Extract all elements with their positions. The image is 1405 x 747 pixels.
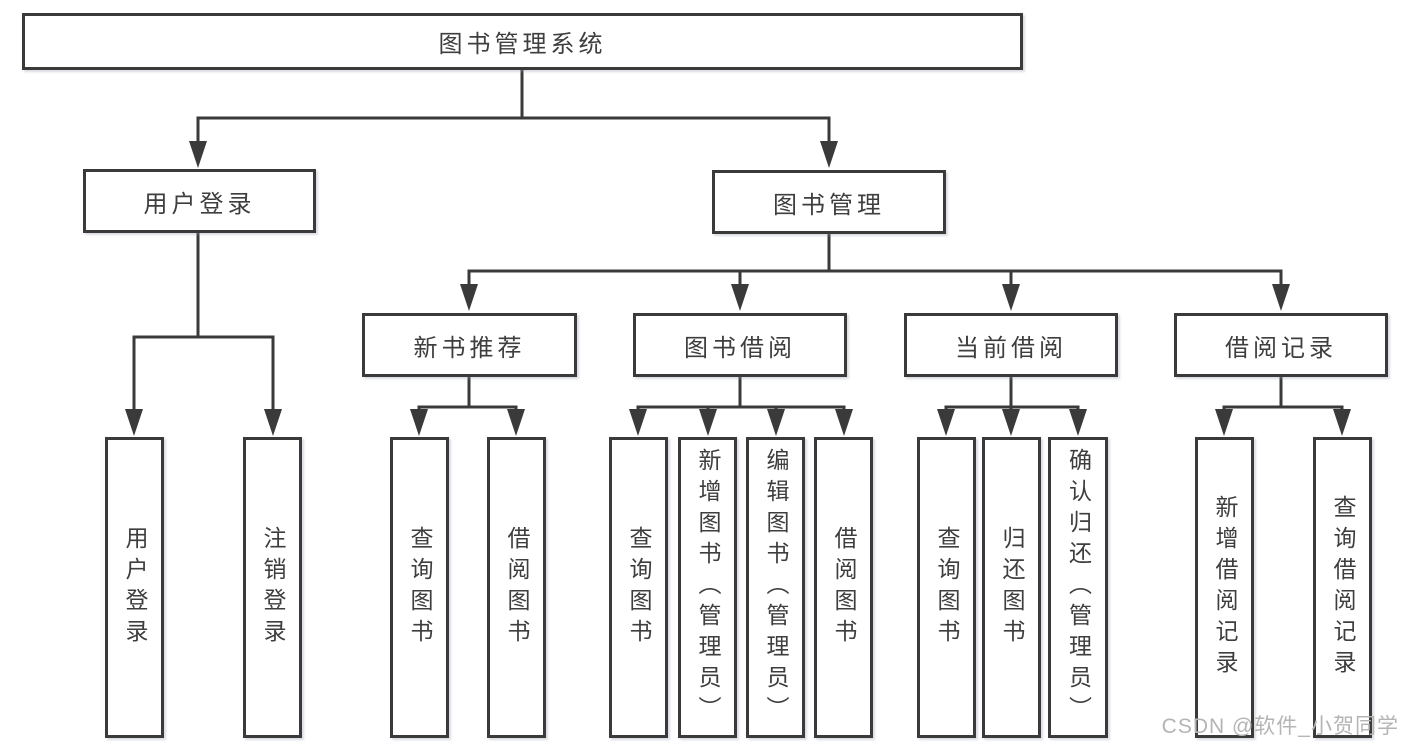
leaf-current-query-books-label: 查询图书 xyxy=(934,525,960,650)
leaf-edit-books-admin: 编辑图书（管理员） xyxy=(746,437,805,738)
leaf-add-books-admin: 新增图书（管理员） xyxy=(678,437,737,738)
leaf-edit-books-admin-label: 编辑图书（管理员） xyxy=(763,448,789,727)
leaf-query-borrow-record-label: 查询借阅记录 xyxy=(1330,494,1356,681)
leaf-borrowing-query-books: 查询图书 xyxy=(609,437,668,738)
leaf-confirm-return-admin: 确认归还（管理员） xyxy=(1048,437,1108,738)
node-borrowing-records: 借阅记录 xyxy=(1174,313,1388,377)
leaf-add-borrow-record-label: 新增借阅记录 xyxy=(1212,494,1238,681)
arrowheads xyxy=(125,141,1351,436)
node-current-borrowing: 当前借阅 xyxy=(904,313,1118,377)
node-book-management: 图书管理 xyxy=(712,170,946,234)
leaf-borrowing-borrow-books: 借阅图书 xyxy=(814,437,873,738)
leaf-recommend-borrow-books-label: 借阅图书 xyxy=(504,525,530,650)
leaf-add-books-admin-label: 新增图书（管理员） xyxy=(695,448,721,727)
leaf-recommend-query-books: 查询图书 xyxy=(390,437,449,738)
leaf-query-borrow-record: 查询借阅记录 xyxy=(1313,437,1372,738)
leaf-current-query-books: 查询图书 xyxy=(917,437,976,738)
leaf-borrowing-query-books-label: 查询图书 xyxy=(626,525,652,650)
leaf-add-borrow-record: 新增借阅记录 xyxy=(1195,437,1254,738)
leaf-user-login-label: 用户登录 xyxy=(122,525,148,650)
leaf-recommend-borrow-books: 借阅图书 xyxy=(487,437,546,738)
node-user-login: 用户登录 xyxy=(83,169,316,233)
leaf-user-login: 用户登录 xyxy=(105,437,164,738)
leaf-confirm-return-admin-label: 确认归还（管理员） xyxy=(1065,448,1092,727)
node-library-management-system: 图书管理系统 xyxy=(22,13,1023,70)
leaf-logout: 注销登录 xyxy=(243,437,302,738)
leaf-recommend-query-books-label: 查询图书 xyxy=(407,525,433,650)
leaf-return-books: 归还图书 xyxy=(982,437,1041,738)
node-book-borrowing: 图书借阅 xyxy=(633,313,847,377)
node-new-book-recommendation: 新书推荐 xyxy=(362,313,577,377)
leaf-logout-label: 注销登录 xyxy=(260,525,286,650)
leaf-return-books-label: 归还图书 xyxy=(999,525,1025,650)
watermark: CSDN @软件_小贺同学 xyxy=(1161,715,1399,738)
leaf-borrowing-borrow-books-label: 借阅图书 xyxy=(831,525,857,650)
